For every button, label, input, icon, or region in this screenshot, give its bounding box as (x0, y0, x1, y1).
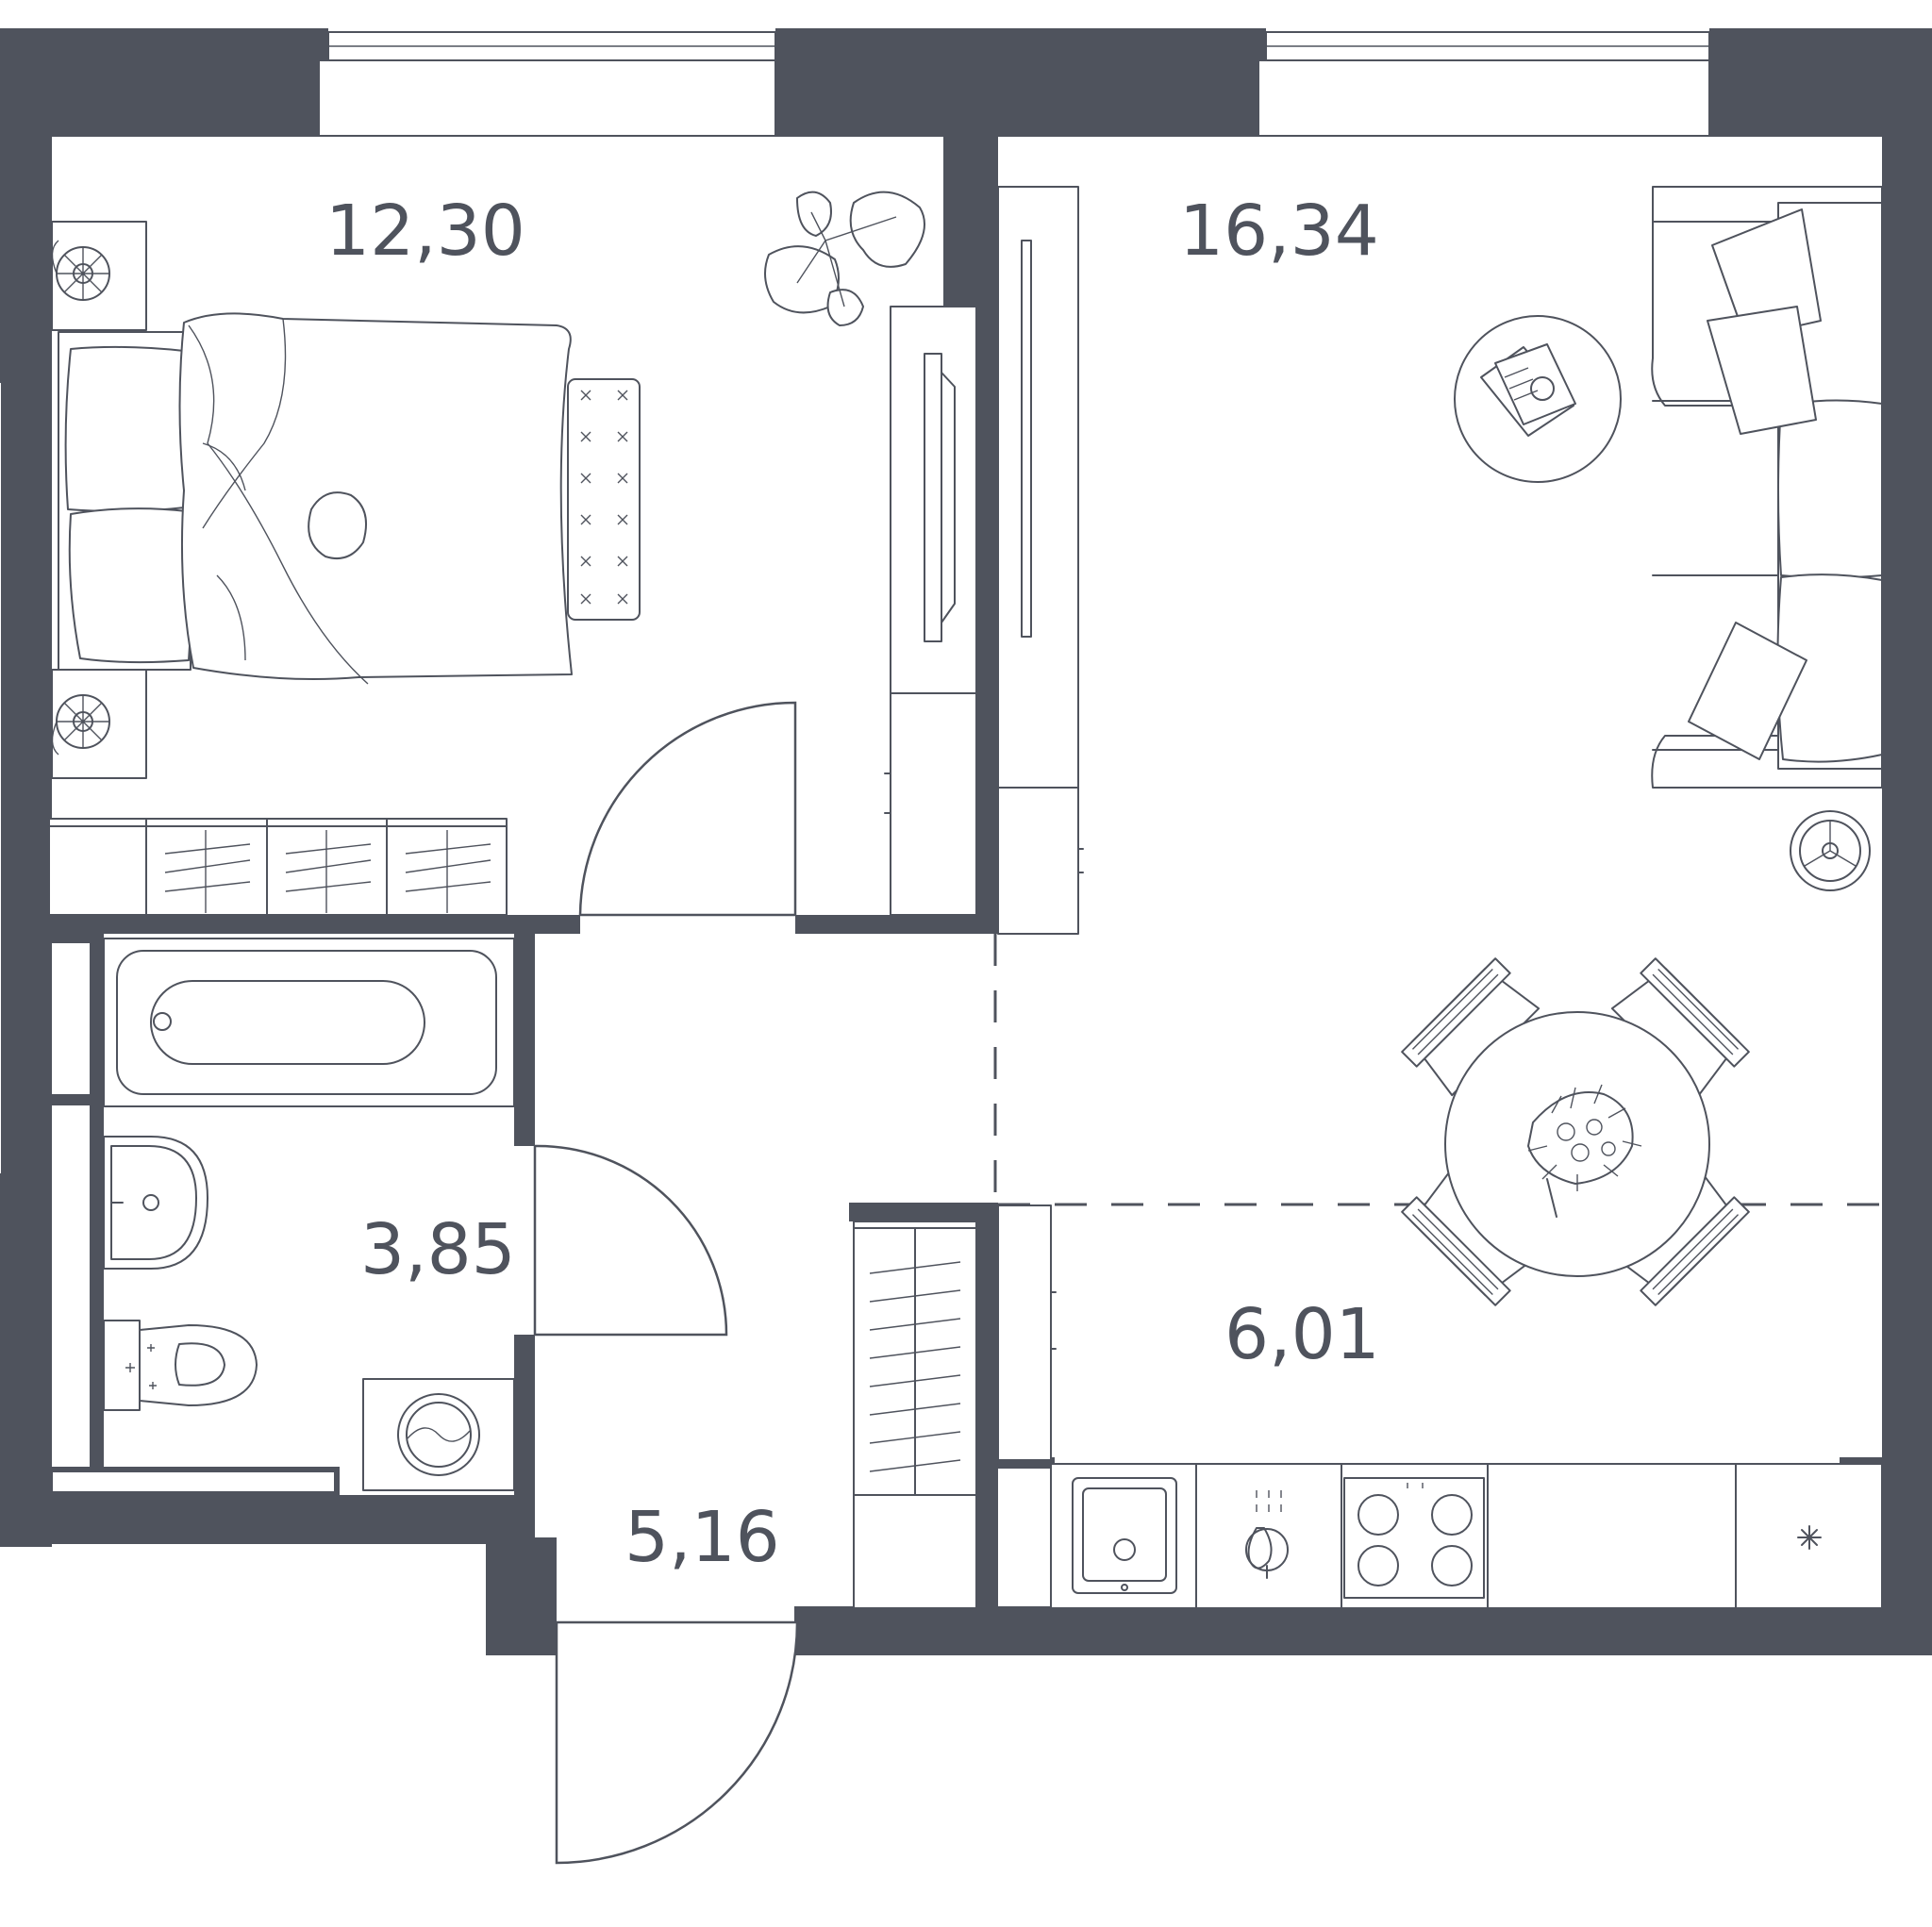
flower-bouquet-icon (1527, 1084, 1642, 1218)
area-label-living: 16,34 (1179, 191, 1379, 272)
pillow-2 (1707, 306, 1817, 435)
area-label-bathroom: 3,85 (360, 1209, 516, 1290)
toilet-bowl (139, 1324, 258, 1406)
hallway-furniture (853, 1221, 977, 1609)
toilet-tank (103, 1320, 141, 1411)
duvet-toy (308, 491, 367, 560)
dining-chair (1610, 957, 1750, 1097)
pillow-top (64, 345, 189, 513)
bathroom-shelf (51, 1470, 336, 1493)
dishwasher-icon (1245, 1490, 1289, 1579)
bench (567, 378, 641, 621)
area-label-bedroom: 12,30 (325, 191, 525, 272)
area-labels: 12,30 16,34 3,85 6,01 5,16 (325, 191, 1380, 1578)
windows (0, 31, 1710, 1175)
dining-chair (1401, 1167, 1541, 1306)
sofa-seat-top (1777, 399, 1883, 579)
bedroom-furniture (48, 191, 977, 916)
kitchen-fixtures (997, 1204, 1883, 1609)
duvet (178, 312, 573, 681)
bench-tufting (580, 390, 628, 605)
fridge-column (997, 1204, 1052, 1461)
burner (1431, 1494, 1473, 1536)
burner (1431, 1545, 1473, 1586)
dining-chair (1401, 957, 1541, 1097)
tv (1021, 240, 1032, 638)
entry-door-swing (555, 1620, 799, 1865)
dining-set (1401, 957, 1750, 1306)
tv-unit (997, 186, 1079, 935)
area-label-kitchen: 6,01 (1224, 1294, 1380, 1375)
walls (0, 28, 1932, 1655)
pillow-bottom (68, 507, 192, 664)
bedroom-door-swing (578, 701, 797, 917)
snowflake-icon (1797, 1525, 1822, 1550)
area-label-hallway: 5,16 (625, 1497, 780, 1578)
plant-icon (764, 191, 925, 326)
bathroom-door-swing (533, 1144, 728, 1337)
bathroom-fixtures (51, 938, 515, 1493)
bedroom-wardrobe (48, 818, 508, 916)
nightstand-top (51, 221, 147, 331)
doors (533, 701, 799, 1865)
nightstand-bottom (51, 669, 147, 779)
pillow-1 (1711, 208, 1822, 339)
burner (1357, 1494, 1399, 1536)
pillow-3 (1688, 622, 1807, 760)
living-furniture (997, 186, 1883, 935)
burner (1357, 1545, 1399, 1586)
